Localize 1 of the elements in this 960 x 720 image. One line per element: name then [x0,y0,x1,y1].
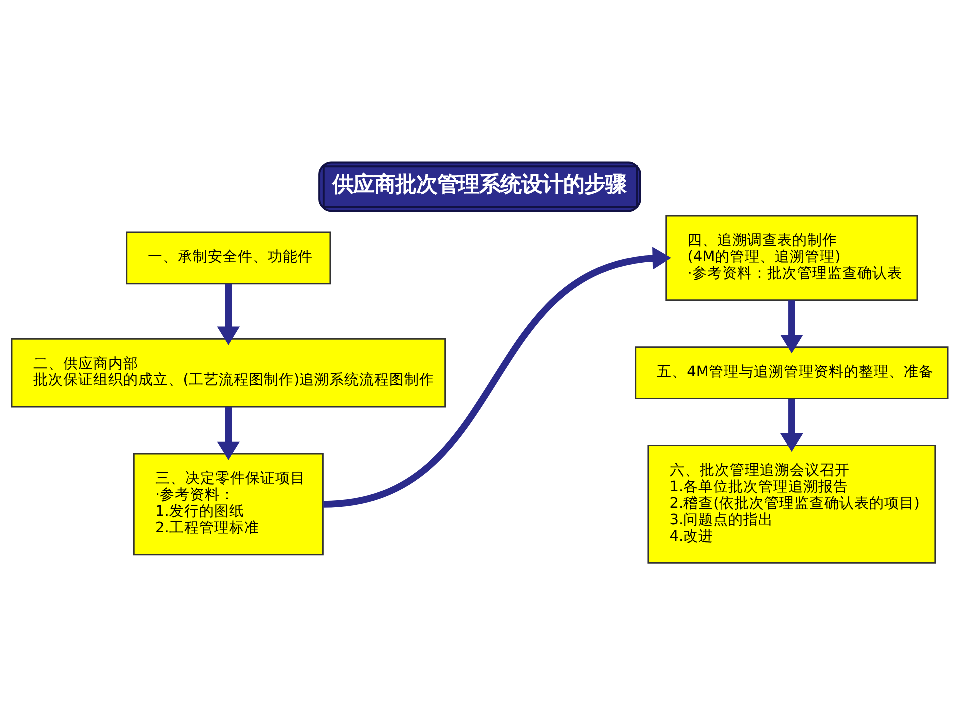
diagram-title: 供应商批次管理系统设计的步骤 [332,172,627,197]
